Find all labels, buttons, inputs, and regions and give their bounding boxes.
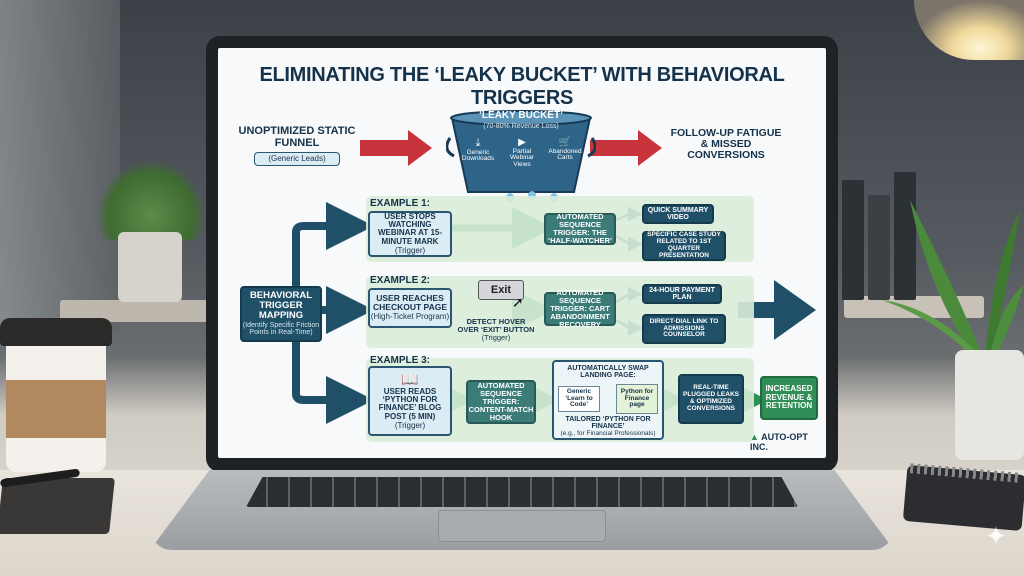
brand-logo: ▲ AUTO-OPT INC. bbox=[750, 432, 808, 452]
sparkle-icon: ✦ bbox=[985, 521, 1007, 551]
example1-output-video: QUICK SUMMARY VIDEO bbox=[642, 204, 714, 224]
python-page-card: Python for Finance page bbox=[616, 384, 658, 414]
static-funnel-sub: (Generic Leads) bbox=[254, 152, 340, 167]
laptop-keyboard bbox=[246, 477, 798, 507]
brand-mark-icon: ▲ bbox=[750, 432, 759, 442]
increased-revenue-result: INCREASED REVENUE & RETENTION bbox=[760, 376, 818, 420]
example2-label: EXAMPLE 2: bbox=[370, 275, 431, 286]
bucket-item-downloads: ⤓ Generic Downloads bbox=[458, 137, 498, 163]
tailored-caption: TAILORED ‘PYTHON FOR FINANCE’ (e.g., for… bbox=[560, 416, 656, 437]
example2-sequence: AUTOMATED SEQUENCE TRIGGER: CART ABANDON… bbox=[544, 289, 616, 328]
follow-up-fatigue-label: FOLLOW-UP FATIGUE & MISSED CONVERSIONS bbox=[670, 127, 782, 162]
laptop-trackpad bbox=[438, 510, 606, 542]
plant-leaves-left bbox=[96, 160, 206, 240]
cart-icon: 🛒 bbox=[558, 137, 572, 148]
bucket-subtitle: (70-80% Revenue Loss) bbox=[483, 123, 559, 130]
example1-trigger: USER STOPS WATCHING WEBINAR AT 15-MINUTE… bbox=[368, 211, 452, 257]
example2-output-payment-plan: 24-HOUR PAYMENT PLAN bbox=[642, 284, 722, 304]
desk-lamp bbox=[914, 0, 1024, 60]
example2-hover-detect: DETECT HOVER OVER ‘EXIT’ BUTTON (Trigger… bbox=[457, 317, 535, 342]
branch-to-example3 bbox=[292, 328, 374, 424]
background-shelf bbox=[60, 300, 210, 322]
example3-trigger: 📖 USER READS ‘PYTHON FOR FINANCE’ BLOG P… bbox=[368, 366, 452, 436]
example1-output-case-study: SPECIFIC CASE STUDY RELATED TO 1ST QUART… bbox=[642, 231, 726, 261]
coffee-cup bbox=[0, 318, 115, 478]
download-icon: ⤓ bbox=[475, 137, 481, 149]
background-books bbox=[842, 170, 922, 300]
example1-sequence: AUTOMATED SEQUENCE TRIGGER: THE ‘HALF-WA… bbox=[544, 213, 616, 245]
generic-page-card: Generic ‘Learn to Code’ bbox=[558, 386, 600, 412]
plant-pot-right bbox=[955, 350, 1024, 460]
example3-realtime-leaks: REAL-TIME PLUGGED LEAKS & OPTIMIZED CONV… bbox=[678, 374, 744, 424]
branch-to-example1 bbox=[292, 202, 374, 296]
example2-trigger: USER REACHES CHECKOUT PAGE (High-Ticket … bbox=[368, 288, 452, 328]
behavioral-trigger-mapping: BEHAVIORAL TRIGGER MAPPING (Identify Spe… bbox=[240, 286, 322, 342]
red-arrow-right bbox=[590, 130, 662, 166]
bucket-item-carts: 🛒 Abandoned Carts bbox=[544, 137, 586, 162]
exit-button[interactable]: Exit bbox=[478, 280, 524, 300]
example3-sequence: AUTOMATED SEQUENCE TRIGGER: CONTENT-MATC… bbox=[466, 380, 536, 424]
reader-icon: 📖 bbox=[401, 370, 419, 387]
plant-pot-left bbox=[118, 232, 182, 302]
laptop-screen: ELIMINATING THE ‘LEAKY BUCKET’ WITH BEHA… bbox=[218, 48, 826, 458]
big-arrow-example2 bbox=[738, 280, 816, 340]
bucket-title: ‘LEAKY BUCKET’ bbox=[479, 110, 563, 121]
plant-leaves-right bbox=[882, 200, 1024, 365]
red-arrow-left bbox=[360, 130, 432, 166]
bucket-item-webinar: ▶ Partial Webinar Views bbox=[502, 137, 542, 169]
example3-label: EXAMPLE 3: bbox=[370, 355, 431, 366]
example2-output-direct-dial: DIRECT-DIAL LINK TO ADMISSIONS COUNSELOR bbox=[642, 314, 726, 344]
static-funnel-label: UNOPTIMIZED STATIC FUNNEL (Generic Leads… bbox=[238, 125, 356, 167]
example1-label: EXAMPLE 1: bbox=[370, 198, 431, 209]
notebook-left bbox=[0, 478, 115, 534]
cursor-icon: ➚ bbox=[512, 294, 524, 310]
play-icon: ▶ bbox=[518, 137, 526, 148]
leaky-bucket-icon bbox=[446, 110, 596, 202]
diagram-title: ELIMINATING THE ‘LEAKY BUCKET’ WITH BEHA… bbox=[259, 64, 785, 109]
